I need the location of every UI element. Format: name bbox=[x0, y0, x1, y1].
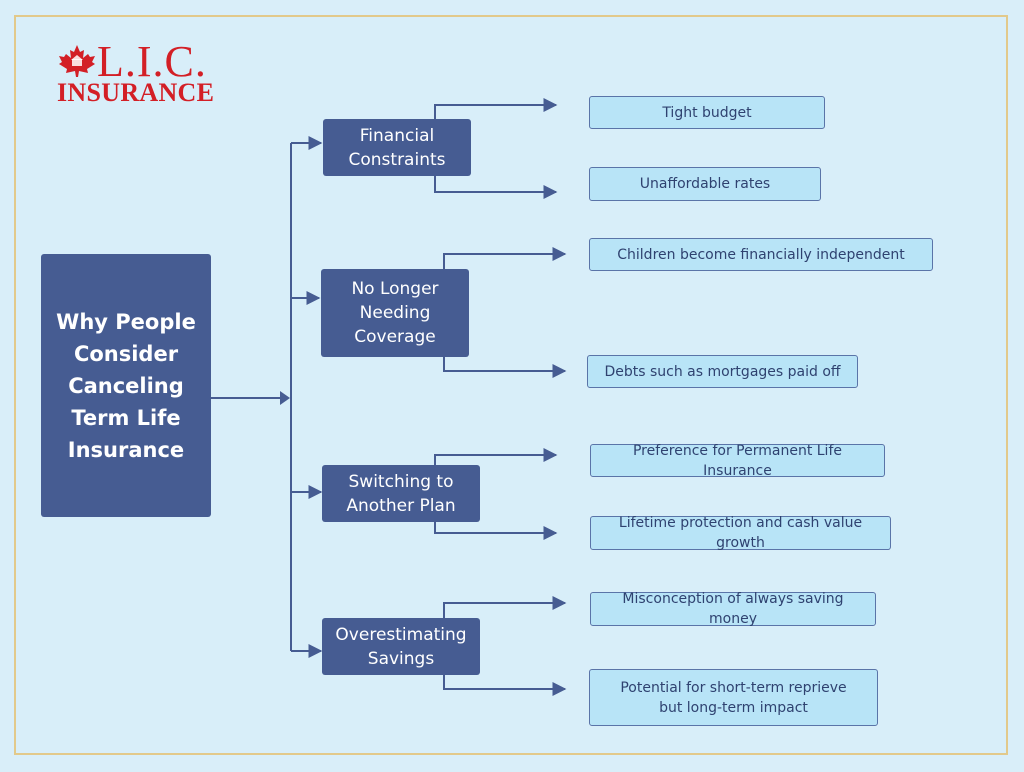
logo-subtitle: INSURANCE bbox=[57, 78, 215, 107]
maple-leaf-icon bbox=[59, 45, 95, 77]
leaf-tight-budget: Tight budget bbox=[589, 96, 825, 129]
leaf-connector-1a bbox=[434, 98, 558, 119]
category-no-longer-needing-coverage: No Longer Needing Coverage bbox=[321, 269, 469, 357]
leaf-connector-3b bbox=[434, 522, 558, 540]
leaf-connector-4a bbox=[443, 596, 567, 618]
leaf-connector-2b bbox=[443, 356, 567, 378]
logo-brand: L.I.C. bbox=[97, 37, 207, 86]
leaf-short-term-reprieve: Potential for short-term reprieve but lo… bbox=[589, 669, 878, 726]
leaf-connector-2a bbox=[443, 247, 567, 269]
leaf-children-independent: Children become financially independent bbox=[589, 238, 933, 271]
leaf-debts-paid-off: Debts such as mortgages paid off bbox=[587, 355, 858, 388]
leaf-connector-1b bbox=[434, 176, 558, 199]
root-node: Why People Consider Canceling Term Life … bbox=[41, 254, 211, 517]
leaf-permanent-preference: Preference for Permanent Life Insurance bbox=[590, 443, 885, 479]
category-overestimating-savings: Overestimating Savings bbox=[322, 618, 480, 675]
category-financial-constraints: Financial Constraints bbox=[323, 119, 471, 176]
leaf-lifetime-protection: Lifetime protection and cash value growt… bbox=[590, 515, 891, 551]
leaf-connector-4b bbox=[443, 674, 567, 696]
leaf-unaffordable-rates: Unaffordable rates bbox=[589, 167, 821, 201]
leaf-connector-3a bbox=[434, 448, 558, 465]
leaf-misconception-saving: Misconception of always saving money bbox=[590, 591, 876, 627]
category-switching-plan: Switching to Another Plan bbox=[322, 465, 480, 522]
lic-insurance-logo: L.I.C. INSURANCE bbox=[55, 40, 215, 108]
